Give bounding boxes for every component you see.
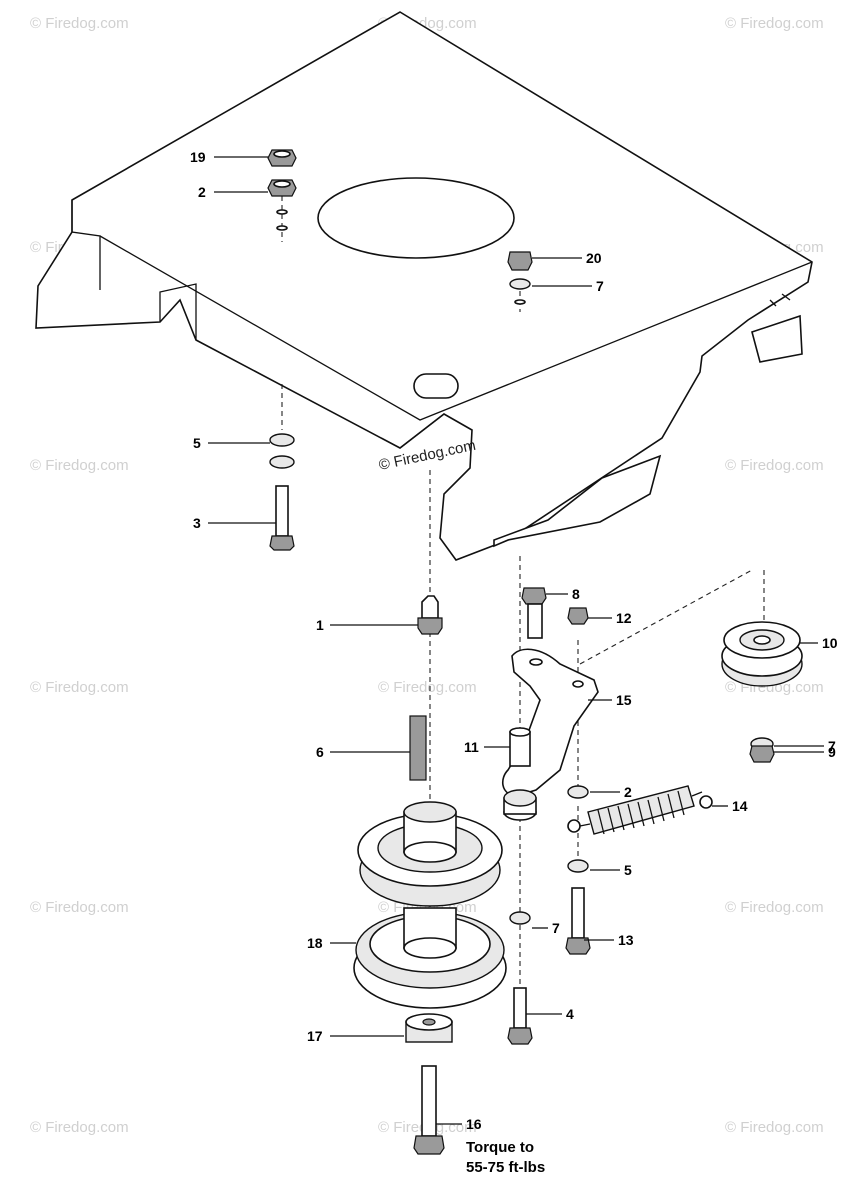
torque-note-line2: 55-75 ft-lbs: [466, 1159, 545, 1176]
callout-11: 11: [464, 739, 479, 755]
part-20-nut: [507, 251, 533, 271]
part-14-spring: [567, 785, 713, 835]
callout-9: 9: [828, 744, 836, 760]
part-11-bushing: [509, 727, 531, 767]
part-4-bolt: [507, 987, 533, 1045]
part-7-washer: [509, 278, 531, 290]
part-5-washer: [269, 455, 295, 469]
part-9-nut: [749, 745, 775, 763]
part-5-washer: [269, 433, 295, 447]
callout-15: 15: [616, 692, 632, 708]
small-washer-top: [276, 209, 288, 215]
callout-17: 17: [307, 1028, 323, 1044]
part-1-pin: [417, 595, 443, 635]
small-washer-top: [276, 225, 288, 231]
callout-14: 14: [732, 798, 748, 814]
callout-1: 1: [316, 617, 324, 633]
part-7-washer-lower: [509, 911, 531, 925]
mounting-plate: [35, 11, 813, 561]
callout-2: 2: [624, 784, 632, 800]
watermark-text: © Firedog.com: [725, 899, 824, 916]
watermark-text: © Firedog.com: [725, 15, 824, 32]
part-6-key: [409, 715, 427, 781]
watermark-text: © Firedog.com: [30, 15, 129, 32]
watermark-text: © Firedog.com: [725, 457, 824, 474]
watermark-text: © Firedog.com: [30, 457, 129, 474]
callout-13: 13: [618, 932, 634, 948]
callout-6: 6: [316, 744, 324, 760]
callout-10: 10: [822, 635, 838, 651]
part-18-pulley-upper: [357, 801, 503, 907]
watermark-text: © Firedog.com: [30, 1119, 129, 1136]
callout-2: 2: [198, 184, 206, 200]
callout-4: 4: [566, 1006, 574, 1022]
part-13-bolt: [565, 887, 591, 955]
callout-19: 19: [190, 149, 206, 165]
part-17-spacer: [405, 1013, 453, 1043]
small-washer: [514, 299, 526, 305]
callout-7: 7: [596, 278, 604, 294]
callout-18: 18: [307, 935, 323, 951]
part-5-washer-lower: [567, 859, 589, 873]
part-18-pulley-lower: [353, 907, 507, 1009]
callout-20: 20: [586, 250, 602, 266]
callout-5: 5: [193, 435, 201, 451]
part-8-bolt: [521, 587, 547, 639]
part-2-locknut: [567, 785, 589, 799]
watermark-text: © Firedog.com: [30, 679, 129, 696]
watermark-text: © Firedog.com: [30, 899, 129, 916]
part-12-nut: [567, 607, 589, 625]
callout-7: 7: [552, 920, 560, 936]
watermark-text: © Firedog.com: [378, 679, 477, 696]
part-19-nut: [267, 149, 297, 167]
callout-3: 3: [193, 515, 201, 531]
callout-5: 5: [624, 862, 632, 878]
arm-pivot-boss: [503, 789, 537, 821]
part-15-idler-arm: [501, 648, 599, 797]
callout-leaders: [208, 156, 824, 1125]
torque-note-line1: Torque to: [466, 1139, 534, 1156]
part-3-bolt: [269, 485, 295, 551]
part-16-bolt: [413, 1065, 445, 1155]
part-2-locknut-top: [267, 179, 297, 197]
callout-labels: 19 2 20 7 5 3 1 6 11 8 12 15 10 7 9 2 14…: [190, 149, 838, 1132]
callout-7: 7: [828, 738, 836, 754]
part-10-idler-pulley: [721, 621, 803, 687]
callout-16: 16: [466, 1116, 482, 1132]
callout-8: 8: [572, 586, 580, 602]
callout-12: 12: [616, 610, 632, 626]
watermark-text: © Firedog.com: [725, 1119, 824, 1136]
